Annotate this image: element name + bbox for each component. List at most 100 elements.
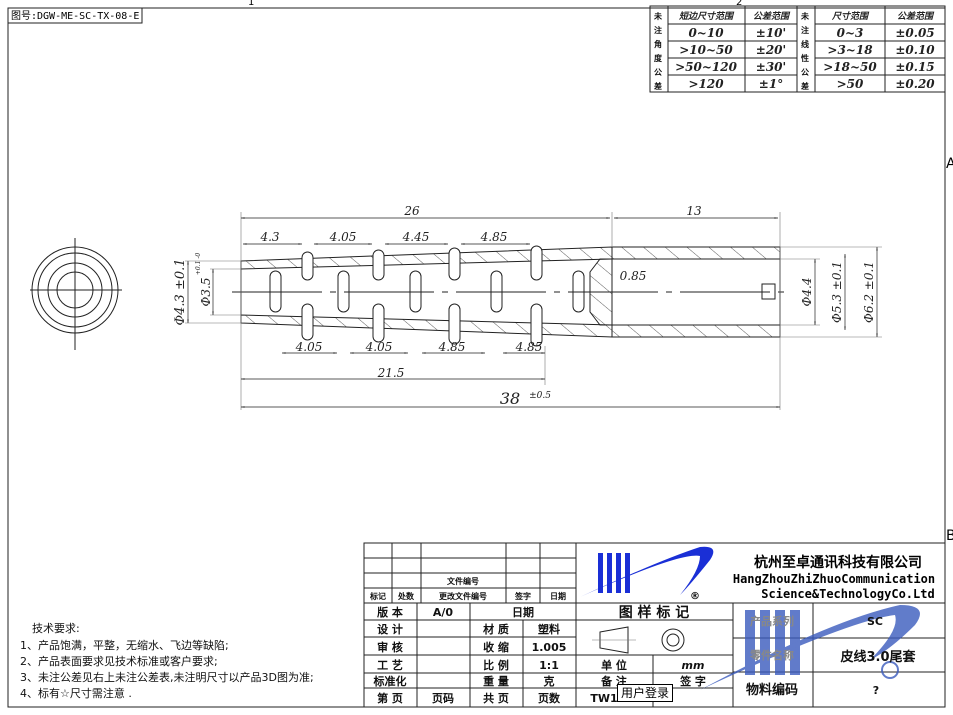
table-cell: >3~18 xyxy=(827,43,873,57)
table-cell: ±0.15 xyxy=(895,60,934,74)
rev-header: 签字 xyxy=(514,591,531,601)
table-header: 公差范围 xyxy=(753,11,791,22)
label-char: 角 xyxy=(654,39,662,49)
dimension-label: 13 xyxy=(686,204,702,218)
table-cell: ±1° xyxy=(759,77,783,91)
zone-mark: B xyxy=(946,528,953,544)
dimension-label: Φ4.4 xyxy=(800,278,814,307)
unit-label: 单 位 xyxy=(601,658,627,672)
tolerance-table: 未 注 角 度 公 差 未 注 线 性 公 差 短边尺寸范围 公差范围 尺寸范围… xyxy=(649,5,946,93)
dimension-label: 4.85 xyxy=(480,230,508,244)
dimension-label: Φ6.2 ±0.1 xyxy=(862,261,876,323)
zone-mark: 2 xyxy=(736,0,742,8)
rev-header: 日期 xyxy=(550,591,566,601)
dimension-label: Φ3.5 xyxy=(199,278,213,307)
label-char: 注 xyxy=(654,25,662,35)
rev-header: 处数 xyxy=(397,591,415,601)
process-label: 工 艺 xyxy=(377,658,403,672)
shrink-value: 1.005 xyxy=(532,641,567,654)
part-name-value: 皮线3.0尾套 xyxy=(839,649,916,665)
page-label: 第 页 xyxy=(377,691,403,705)
notes-title: 技术要求: xyxy=(32,622,80,635)
label-char: 差 xyxy=(653,81,662,91)
registered-mark: ® xyxy=(690,591,700,602)
version-label: 版 本 xyxy=(377,605,403,619)
section-view xyxy=(232,245,790,347)
file-number-label: 文件编号 xyxy=(447,576,479,586)
dimension-label: 4.05 xyxy=(365,340,393,354)
table-cell: 0~3 xyxy=(837,26,864,40)
user-login-tooltip[interactable]: 用户登录 xyxy=(617,684,674,702)
company-name-en: HangZhouZhiZhuoCommunication xyxy=(733,572,935,586)
scale-value: 1:1 xyxy=(539,659,559,672)
zone-mark: A xyxy=(946,156,953,172)
page-value: 页码 xyxy=(432,692,454,705)
company-name-cn: 杭州至卓通讯科技有限公司 xyxy=(754,554,922,571)
design-label: 设 计 xyxy=(377,622,403,636)
version-value: A/0 xyxy=(433,606,454,619)
label-char: 公 xyxy=(654,68,662,77)
label-char: 注 xyxy=(801,25,809,35)
standardization-label: 标准化 xyxy=(373,674,407,688)
table-cell: >50 xyxy=(837,77,864,91)
table-cell: >18~50 xyxy=(823,60,877,74)
technical-notes: 技术要求: 1、产品饱满，平整，无缩水、飞边等缺陷; 2、产品表面要求见技术标准… xyxy=(20,622,314,700)
dimension-label: 26 xyxy=(403,204,420,218)
label-char: 度 xyxy=(654,53,663,63)
scale-label: 比 例 xyxy=(483,658,509,672)
review-label: 审 核 xyxy=(377,640,403,654)
material-code-label: 物料编码 xyxy=(746,682,798,698)
product-series-label: 产品系列 xyxy=(750,614,794,628)
table-cell: ±10' xyxy=(756,26,786,40)
remark-value: TW1 xyxy=(590,692,617,705)
table-header: 尺寸范围 xyxy=(831,11,870,22)
material-code-value: ? xyxy=(873,684,879,697)
sign-label: 签 字 xyxy=(679,674,706,688)
product-series-value: SC xyxy=(867,615,883,628)
date-label: 日期 xyxy=(512,605,534,619)
dimension-tolerance: +0.1 -0 xyxy=(195,253,202,276)
shrink-label: 收 缩 xyxy=(483,640,509,654)
table-cell: ±20' xyxy=(756,43,786,57)
company-name-en: Science&TechnologyCo.Ltd xyxy=(761,587,934,601)
table-header: 短边尺寸范围 xyxy=(679,11,735,22)
label-char: 差 xyxy=(800,81,809,91)
note-item: 2、产品表面要求见技术标准或客户要求; xyxy=(20,654,218,668)
dimension-label: 0.85 xyxy=(620,269,647,283)
total-pages-label: 共 页 xyxy=(483,691,509,705)
weight-unit: 克 xyxy=(544,674,555,688)
title-block: ® 文件编号 标记 处数 更改文件编号 签字 日期 杭州至卓通讯科技有限公司 H… xyxy=(363,542,946,708)
label-char: 线 xyxy=(801,39,809,49)
dimensions: 26 13 4.3 4.05 4.45 4.85 4.05 4.05 4.85 … xyxy=(173,204,882,410)
part-name-label: 零件名称 xyxy=(749,648,794,662)
label-char: 未 xyxy=(653,11,662,21)
company-logo: ® xyxy=(580,546,714,602)
drawing-number: 图号:DGW-ME-SC-TX-08-E xyxy=(11,10,139,22)
dimension-label: 38 xyxy=(500,389,520,408)
label-char: 性 xyxy=(801,53,809,63)
table-cell: >120 xyxy=(688,77,724,91)
drawing-mark-label: 图 样 标 记 xyxy=(619,604,690,621)
weight-label: 重 量 xyxy=(483,674,509,688)
note-item: 4、标有☆尺寸需注意 . xyxy=(20,686,132,700)
table-cell: >50~120 xyxy=(675,60,738,74)
dimension-label: 4.85 xyxy=(438,340,466,354)
zone-mark: 1 xyxy=(248,0,254,8)
label-char: 未 xyxy=(800,11,809,21)
dimension-label: 21.5 xyxy=(377,366,405,380)
dimension-label: 4.05 xyxy=(295,340,323,354)
end-view xyxy=(30,238,122,350)
watermark-logo xyxy=(700,605,920,690)
material-label: 材 质 xyxy=(483,622,509,636)
label-char: 公 xyxy=(801,68,809,77)
total-pages-value: 页数 xyxy=(538,691,561,705)
table-cell: ±30' xyxy=(756,60,786,74)
note-item: 1、产品饱满，平整，无缩水、飞边等缺陷; xyxy=(20,638,229,652)
table-cell: ±0.10 xyxy=(895,43,935,57)
dimension-label: 4.85 xyxy=(515,340,543,354)
unit-value: mm xyxy=(682,659,705,672)
dimension-label: Φ5.3 ±0.1 xyxy=(830,261,844,323)
drawing-number-box xyxy=(7,7,143,24)
dimension-tolerance: ±0.5 xyxy=(529,391,551,401)
